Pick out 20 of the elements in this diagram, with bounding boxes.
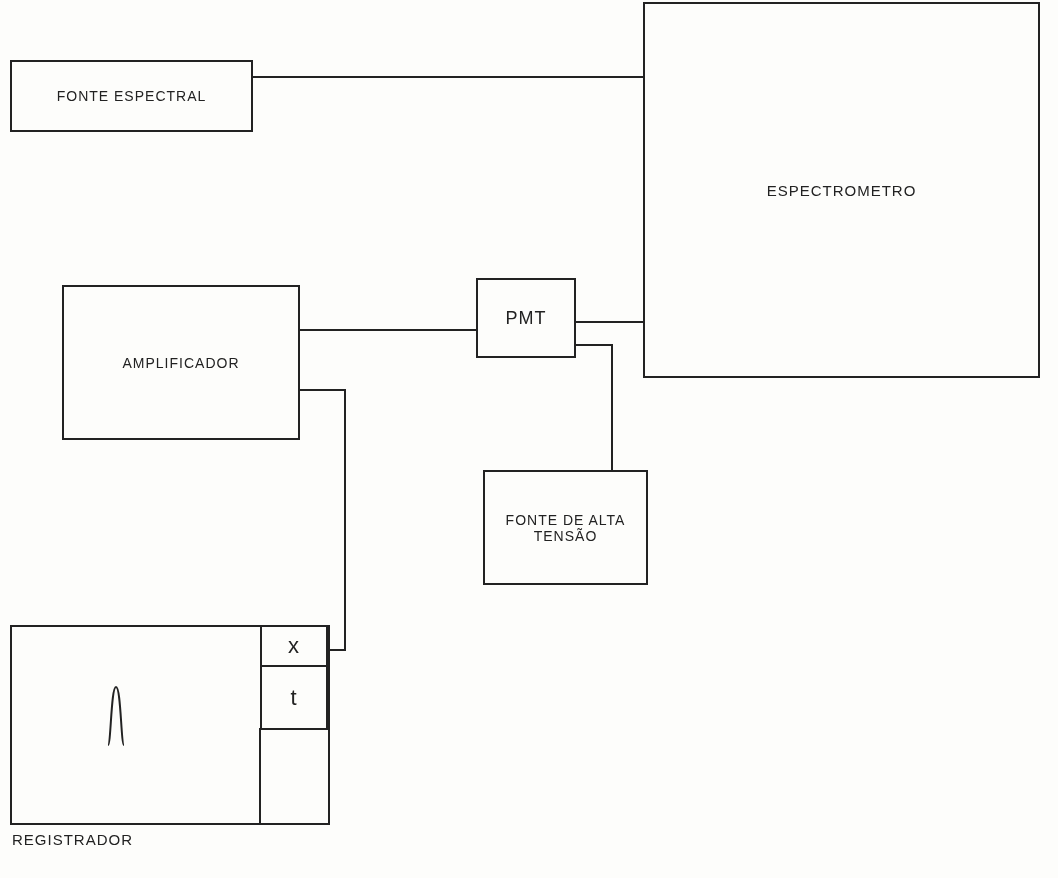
- component-box: [260, 665, 328, 730]
- component-label: AMPLIFICADOR: [122, 354, 240, 371]
- axis-label: x: [288, 633, 300, 659]
- connector-line: [252, 76, 644, 78]
- axis-label: t: [290, 684, 298, 711]
- component-box: [643, 2, 1040, 378]
- component-box: [10, 60, 253, 132]
- connector-line: [299, 329, 477, 331]
- component-caption: REGISTRADOR: [12, 831, 133, 848]
- component-box: [62, 285, 300, 440]
- component-box: [260, 625, 328, 667]
- component-box: [483, 470, 648, 585]
- component-label: FONTE ESPECTRAL: [56, 88, 207, 104]
- component-label: PMT: [505, 307, 547, 329]
- component-label: FONTE DE ALTA TENSÃO: [504, 511, 627, 544]
- component-box: [476, 278, 576, 358]
- connector-line: [575, 321, 644, 323]
- connector-line: [299, 389, 346, 651]
- component-label: ESPECTROMETRO: [766, 181, 917, 199]
- connector-line: [575, 344, 613, 471]
